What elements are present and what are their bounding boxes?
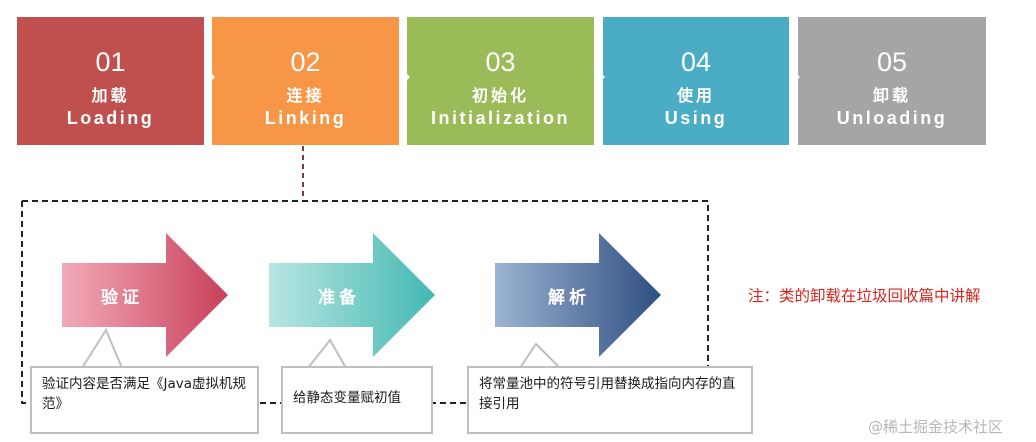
callout-verify: 验证内容是否满足《Java虚拟机规范》 bbox=[30, 366, 259, 434]
stage-number: 03 bbox=[485, 47, 516, 77]
stage-loading: 01 加载 Loading bbox=[17, 17, 204, 145]
flow-pointer-icon bbox=[204, 66, 215, 88]
callout-prepare: 给静态变量赋初值 bbox=[281, 366, 433, 434]
stage-name-en: Unloading bbox=[836, 108, 948, 128]
flow-pointer-icon bbox=[399, 66, 410, 88]
watermark: @稀土掘金技术社区 bbox=[868, 418, 1004, 436]
resolve-arrow-icon bbox=[495, 233, 661, 357]
stage-initialization: 03 初始化 Initialization bbox=[407, 17, 594, 145]
stage-name-zh: 使用 bbox=[676, 86, 715, 105]
unloading-note: 注：类的卸载在垃圾回收篇中讲解 bbox=[748, 287, 981, 305]
callout-resolve: 将常量池中的符号引用替换成指向内存的直接引用 bbox=[467, 366, 753, 434]
stage-number: 04 bbox=[680, 47, 712, 77]
stage-linking: 02 连接 Linking bbox=[212, 17, 399, 145]
stage-name-en: Initialization bbox=[430, 108, 570, 128]
stage-number: 05 bbox=[876, 47, 908, 77]
callout-text: 验证内容是否满足《Java虚拟机规范》 bbox=[42, 376, 247, 412]
callout-text: 将常量池中的符号引用替换成指向内存的直接引用 bbox=[479, 376, 736, 412]
stage-name-zh: 卸载 bbox=[872, 86, 911, 105]
stage-using: 04 使用 Using bbox=[603, 17, 789, 145]
stage-name-en: Loading bbox=[66, 108, 155, 128]
stage-name-en: Using bbox=[664, 108, 728, 128]
verify-arrow-icon bbox=[62, 233, 228, 357]
flow-pointer-icon bbox=[789, 66, 800, 88]
step-label-verify: 验证 bbox=[101, 288, 143, 308]
step-label-resolve: 解析 bbox=[548, 288, 590, 308]
stage-unloading: 05 卸载 Unloading bbox=[798, 17, 986, 145]
callout-text: 给静态变量赋初值 bbox=[293, 390, 401, 406]
stage-name-en: Linking bbox=[264, 108, 347, 128]
stage-name-zh: 连接 bbox=[286, 86, 325, 105]
stage-number: 01 bbox=[95, 47, 126, 77]
stage-number: 02 bbox=[290, 47, 321, 77]
step-label-prepare: 准备 bbox=[318, 288, 360, 308]
stage-name-zh: 初始化 bbox=[471, 86, 529, 105]
flow-pointer-icon bbox=[594, 66, 605, 88]
prepare-arrow-icon bbox=[269, 233, 435, 357]
stage-name-zh: 加载 bbox=[91, 86, 130, 105]
